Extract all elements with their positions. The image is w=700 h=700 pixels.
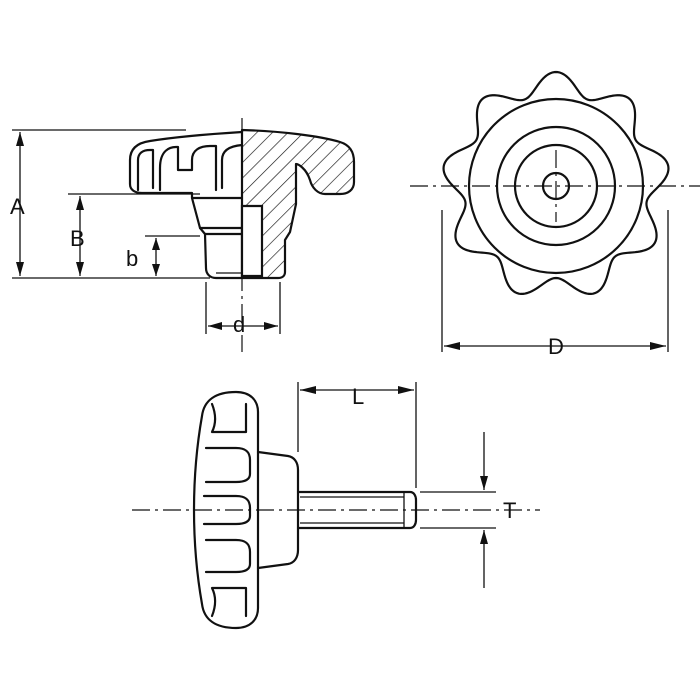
knob-rib-1 [136, 148, 155, 192]
dim-D-label: D [548, 334, 564, 359]
stud-rib-1 [204, 446, 252, 484]
knob-rib-2 [158, 144, 218, 192]
section-bore [240, 204, 264, 278]
dim-T-arrows [480, 476, 488, 544]
dim-A-label: A [10, 194, 25, 219]
stud-rib-bottom [210, 586, 248, 618]
knob-head-outline [128, 130, 244, 280]
stud-side-view: L T [132, 382, 540, 630]
dim-d-arrows [208, 322, 278, 330]
dim-b-arrows [152, 238, 160, 276]
dim-L-label: L [352, 384, 364, 409]
section-hatched-area [240, 128, 356, 280]
top-view: D [410, 70, 700, 359]
knob-rib-3 [220, 143, 244, 190]
dim-d-label: d [233, 312, 245, 337]
stud-rib-2 [202, 494, 252, 526]
stud-rib-3 [204, 538, 252, 574]
stud-rib-top [210, 402, 248, 434]
dim-T-label: T [503, 498, 516, 523]
dim-b-label: b [126, 246, 138, 271]
stud-head-outline [192, 390, 260, 630]
dim-B-label: B [70, 226, 85, 251]
side-section-view: A B b d [10, 118, 356, 352]
knob-hub [190, 196, 244, 236]
